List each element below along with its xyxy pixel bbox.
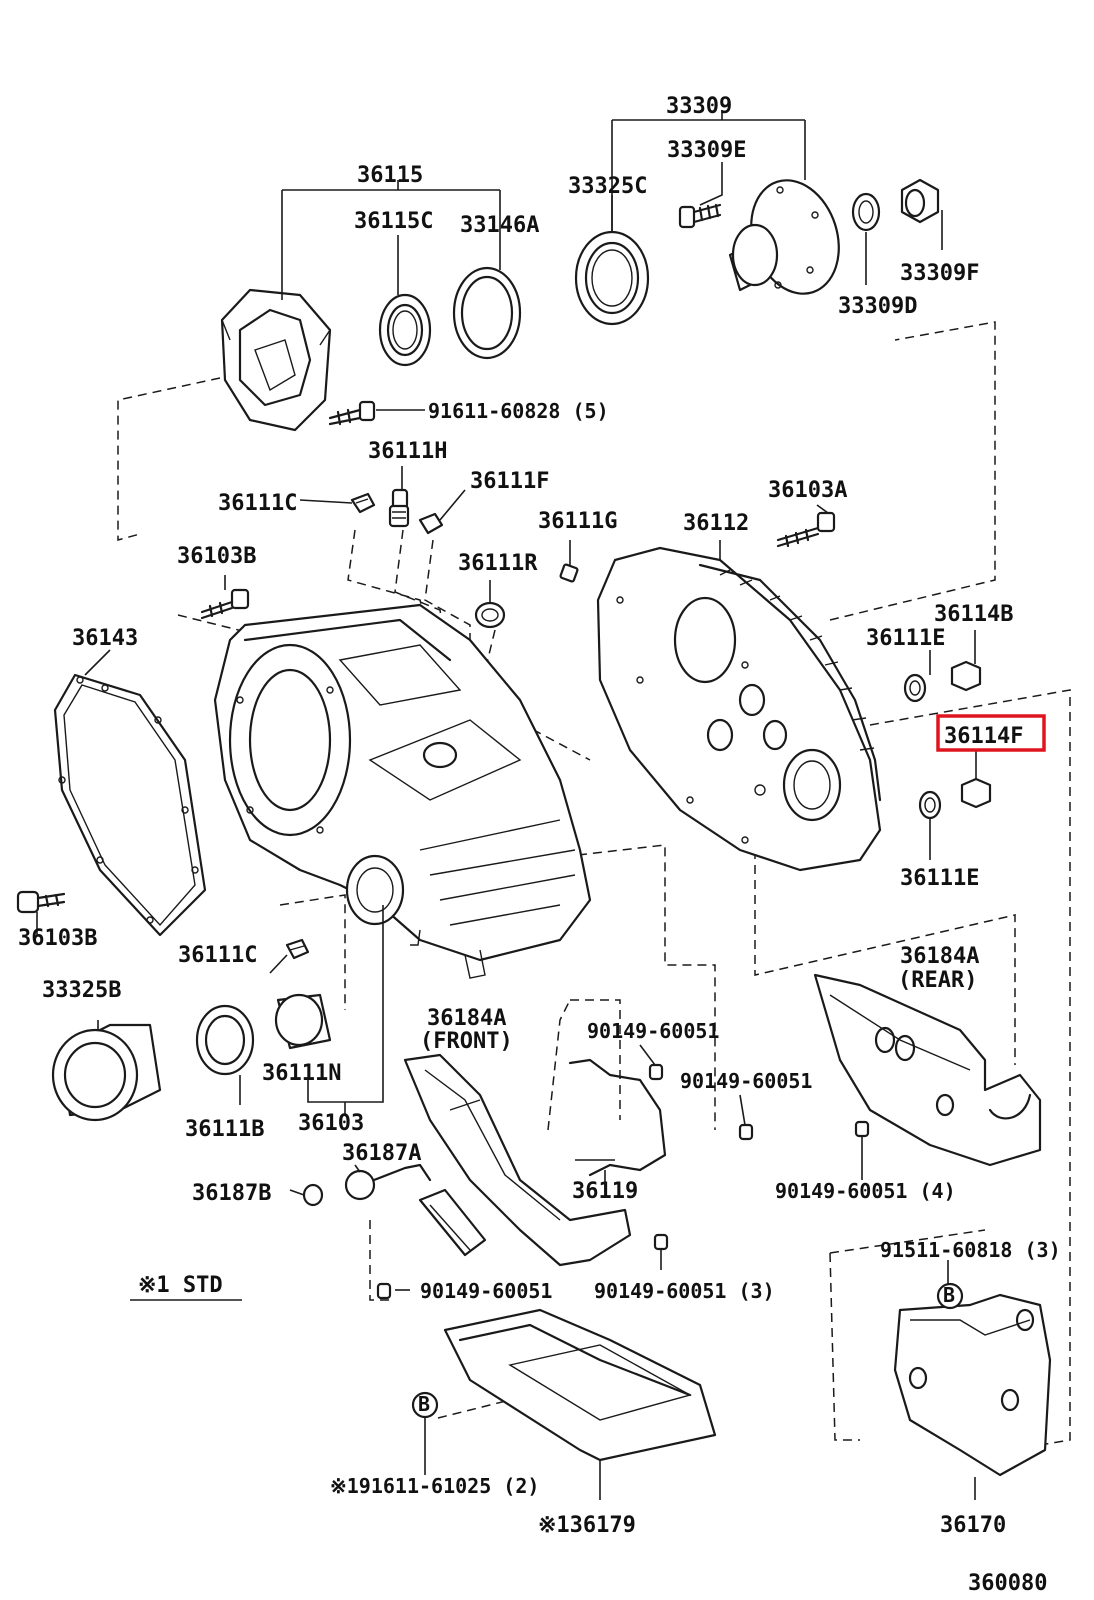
label-33325B: 33325B [42,978,121,1003]
label-36103B-left: 36103B [18,926,97,951]
plug-36111C-top [350,492,376,514]
washer-33309D [851,192,881,232]
label-36115C: 36115C [354,209,433,234]
label-36111R: 36111R [458,551,538,576]
label-36114F: 36114F [944,724,1023,749]
marker-b-label-1: B [418,1392,430,1416]
label-91611-61025: ※191611-61025 (2) [330,1474,539,1498]
label-33309F: 33309F [900,261,979,286]
bolt-91611-60828 [328,400,376,426]
label-36111N: 36111N [262,1061,341,1086]
label-36103A: 36103A [768,478,847,503]
label-36111E-top: 36111E [866,626,945,651]
label-36143: 36143 [72,626,138,651]
bolt-90149-60051-b [738,1123,754,1141]
nut-33309F [900,178,940,224]
label-36115: 36115 [357,163,423,188]
oil-seal-36115C [378,293,432,367]
pin-36111G [559,563,579,583]
label-36103B-top: 36103B [177,544,256,569]
label-36111G: 36111G [538,509,617,534]
oil-seal-36111B [195,1004,255,1076]
o-ring-36187B [302,1183,324,1207]
label-36111F: 36111F [470,469,549,494]
marker-b-label-2: B [943,1283,955,1307]
breather-36111H [388,488,410,528]
oil-seal-33325C [574,230,650,326]
part-labels: 33309 33309E 33325C 33309F 33309D 36115 … [18,94,1061,1596]
plug-36114B [950,660,982,692]
label-36170: 36170 [940,1513,1006,1538]
bolt-90149-60051-3 [653,1233,669,1270]
washer-36111E-bottom [918,790,942,820]
output-flange-33309E [728,179,840,295]
plug-36114F [960,749,992,809]
washer-36111E-top [903,673,927,703]
label-36119: 36119 [572,1179,638,1204]
label-33309: 33309 [666,94,732,119]
sensor-36187A [344,1163,487,1257]
label-36111C-top: 36111C [218,491,297,516]
label-91611-60828: 91611-60828 (5) [428,399,609,423]
cover-36184A-front [403,1053,632,1267]
label-33309D: 33309D [838,294,917,319]
transfer-case-36103 [213,603,592,979]
ring-36111R [474,601,506,629]
label-36114B: 36114B [934,602,1013,627]
label-36111E-bottom: 36111E [900,866,979,891]
label-36187B: 36187B [192,1181,271,1206]
label-36184A-rear: 36184A [900,944,979,969]
label-36179: ※136179 [538,1513,636,1538]
bearing-33325B [51,1023,162,1122]
label-90149-60051-b: 90149-60051 [680,1069,812,1093]
label-91511-60818: 91511-60818 (3) [880,1238,1061,1262]
bolt-36103B-top [200,588,250,620]
label-36184A-front: 36184A [427,1006,506,1031]
bolt-33309E [678,203,722,229]
bolt-91511-60818: B [936,1282,964,1310]
label-33325C: 33325C [568,174,647,199]
label-33309E: 33309E [667,138,746,163]
bolt-36103A [776,511,836,548]
bushing-36111N [274,993,332,1050]
label-std-note: ※1 STD [138,1273,223,1298]
label-36103: 36103 [298,1111,364,1136]
oil-pan-36179 [443,1308,717,1462]
bearing-33146A [452,266,522,360]
bolt-90149-60051-c [376,1282,392,1300]
label-90149-60051-4: 90149-60051 (4) [775,1179,956,1203]
bolt-36103B-left [16,890,66,914]
leader-lines [36,110,976,1500]
bolt-90149-60051-rear [854,1120,870,1180]
label-90149-60051-3: 90149-60051 (3) [594,1279,775,1303]
label-36111C-bottom: 36111C [178,943,257,968]
bearing-retainer-36115 [220,288,332,432]
plug-36111F [418,512,444,535]
gasket-36143 [53,673,207,937]
bracket-36119 [568,1058,667,1177]
label-36111H: 36111H [368,439,447,464]
label-rear-note: (REAR) [898,968,977,993]
cover-36184A-rear [813,973,1042,1167]
label-front-note: (FRONT) [420,1029,513,1054]
figure-id: 360080 [968,1571,1047,1596]
label-33146A: 33146A [460,213,539,238]
label-90149-60051-c: 90149-60051 [420,1279,552,1303]
bolt-90149-60051-a [648,1063,664,1081]
transfer-case-rear-36112 [596,546,882,872]
plug-36111C-bottom [285,938,310,960]
bolt-91611-61025: B [411,1391,439,1419]
label-90149-60051-a: 90149-60051 [587,1019,719,1043]
highlight-box-36114F [936,714,1046,752]
protector-36170 [893,1293,1052,1477]
label-36111B: 36111B [185,1117,264,1142]
label-36187A: 36187A [342,1141,421,1166]
label-36112: 36112 [683,511,749,536]
